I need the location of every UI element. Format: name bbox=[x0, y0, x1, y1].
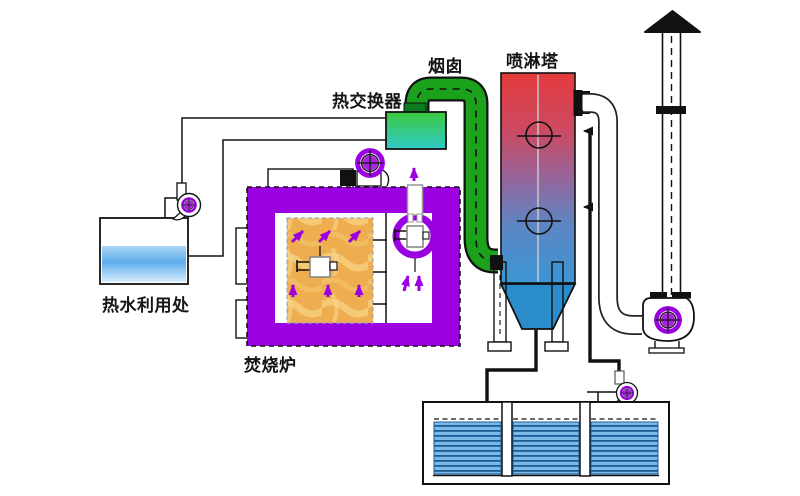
incinerator bbox=[235, 147, 461, 347]
fan-base bbox=[648, 347, 685, 354]
stack-cap bbox=[644, 10, 701, 33]
fan-inlet bbox=[340, 170, 356, 186]
flame-arrows bbox=[288, 229, 364, 297]
hot-water-tank bbox=[99, 217, 189, 285]
tower-cone bbox=[499, 283, 577, 330]
spray-tower bbox=[487, 72, 621, 375]
gas-pipe bbox=[583, 93, 642, 335]
secondary-burner bbox=[392, 213, 438, 292]
hot-water-piping bbox=[181, 117, 386, 257]
flue-duct bbox=[403, 76, 498, 274]
spray-nozzle-symbol bbox=[517, 121, 561, 235]
label-hot-water: 热水利用处 bbox=[102, 296, 190, 315]
baffle-wall bbox=[373, 213, 387, 323]
pump-impeller-icon bbox=[619, 385, 635, 401]
hot-water-pump bbox=[164, 182, 202, 221]
gas-inlet-flange bbox=[490, 255, 503, 270]
main-burner bbox=[296, 246, 338, 278]
induced-draft-fan bbox=[642, 292, 695, 354]
label-spray-tower: 喷淋塔 bbox=[506, 52, 559, 71]
tank-water bbox=[512, 421, 580, 475]
exhaust-stack bbox=[644, 10, 701, 298]
fan-icon bbox=[653, 305, 683, 335]
stack-band bbox=[656, 106, 686, 114]
label-heat-exchanger: 热交换器 bbox=[332, 92, 402, 111]
hot-water bbox=[102, 246, 186, 282]
label-chimney: 烟囱 bbox=[428, 57, 463, 76]
hot-gas-duct bbox=[406, 167, 424, 223]
tank-water bbox=[433, 421, 502, 475]
tank-divider bbox=[501, 401, 513, 477]
settling-tanks bbox=[422, 330, 670, 485]
tank-divider bbox=[579, 401, 591, 477]
pump-impeller-icon bbox=[180, 196, 198, 214]
duct-connector bbox=[403, 102, 427, 113]
fan-icon bbox=[354, 147, 386, 179]
heat-exchanger bbox=[385, 111, 447, 150]
label-incinerator: 焚烧炉 bbox=[244, 356, 297, 375]
overfire-fan bbox=[354, 147, 390, 187]
spray-water-line bbox=[583, 126, 621, 375]
drain-pipe bbox=[485, 330, 538, 417]
tank-water bbox=[590, 421, 659, 475]
